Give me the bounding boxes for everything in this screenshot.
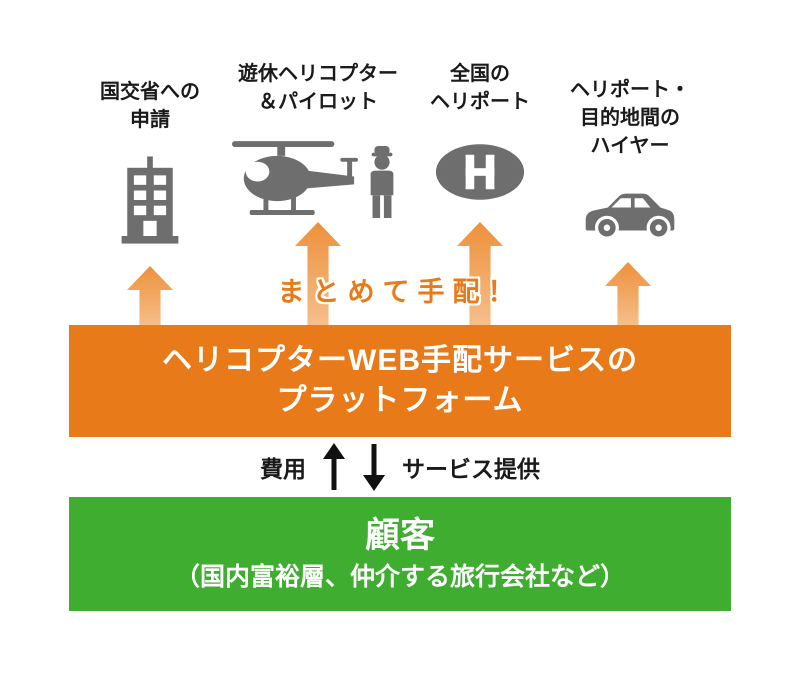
supplier-label-heliports: 全国の ヘリポート — [410, 60, 550, 116]
label-line: 国交省への — [100, 81, 200, 103]
helicopter-icon — [231, 141, 358, 215]
label-line: ヘリポート・ — [570, 79, 690, 101]
exchange-row: 費用 サービス提供 — [0, 437, 800, 497]
label-line: 目的地間の — [580, 107, 680, 129]
building-icon — [114, 154, 186, 246]
heliport-icon — [434, 142, 526, 202]
customer-title: 顧客 — [364, 516, 435, 555]
label-line: 遊休ヘリコプター — [238, 63, 398, 85]
customer-description: （国内富裕層、仲介する旅行会社など） — [174, 563, 625, 591]
supplier-label-hire-car: ヘリポート・ 目的地間の ハイヤー — [543, 76, 717, 160]
helicopter-pilot-icon — [230, 133, 402, 221]
supplier-label-helicopter-pilot: 遊休ヘリコプター ＆パイロット — [216, 60, 420, 116]
label-line: ヘリポート — [430, 91, 530, 113]
up-arrow-icon — [323, 443, 345, 490]
label-line: ＆パイロット — [258, 91, 378, 113]
pilot-icon — [370, 146, 394, 218]
label-line: 申請 — [130, 109, 170, 131]
service-label: サービス提供 — [402, 456, 540, 482]
platform-line: プラットフォーム — [276, 384, 524, 417]
label-line: ハイヤー — [590, 135, 670, 157]
down-arrow-icon — [363, 444, 385, 491]
hire-car-icon — [582, 182, 678, 244]
supplier-label-government-application: 国交省への 申請 — [80, 78, 220, 134]
arrange-all-label: まとめて手配！ — [277, 277, 523, 307]
platform-bar: ヘリコプターWEB手配サービスの プラットフォーム — [69, 325, 731, 437]
customer-bar: 顧客 （国内富裕層、仲介する旅行会社など） — [69, 497, 731, 611]
cost-label: 費用 — [260, 456, 306, 482]
label-line: 全国の — [450, 63, 510, 85]
platform-line: ヘリコプターWEB手配サービスの — [162, 344, 638, 377]
